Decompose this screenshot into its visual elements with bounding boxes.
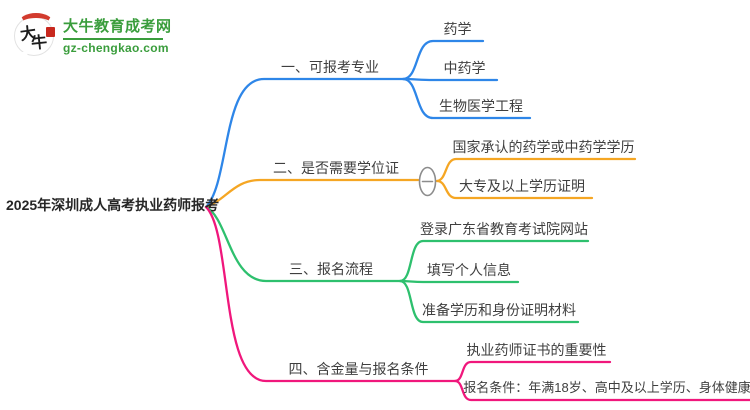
branch2-trunk-curve (204, 178, 420, 209)
branch3-label-node[interactable]: 三、报名流程 (289, 261, 373, 277)
branch1-child2-curve (401, 77, 499, 82)
branch4-child2-curve (453, 379, 750, 402)
logo-title: 大牛教育成考网 (63, 18, 172, 35)
branch3-lines (204, 205, 590, 324)
logo-bull-icon: 大 牛 (14, 13, 55, 60)
branch3-child-node[interactable]: 填写个人信息 (427, 262, 511, 278)
logo-red-seal-icon (46, 27, 55, 37)
branch2-label-node[interactable]: 二、是否需要学位证 (273, 160, 399, 176)
branch3-child-node[interactable]: 准备学历和身份证明材料 (422, 302, 576, 318)
branch4-label-node[interactable]: 四、含金量与报名条件 (288, 361, 429, 377)
branch4-child-node[interactable]: 执业药师证书的重要性 (466, 342, 607, 358)
branch3-trunk-curve (204, 205, 402, 283)
branch1-label-node[interactable]: 一、可报考专业 (281, 59, 379, 75)
branch3-child3-curve (398, 279, 580, 324)
branch3-child-node[interactable]: 登录广东省教育考试院网站 (420, 221, 588, 237)
branch2-lines (204, 157, 637, 209)
branch2-child-node[interactable]: 大专及以上学历证明 (459, 178, 585, 194)
logo-red-arc (19, 13, 53, 32)
logo-url: gz-chengkao.com (63, 41, 169, 55)
branch1-child-node[interactable]: 中药学 (443, 60, 486, 76)
logo-bubble-tail (19, 52, 28, 60)
branch4-child-node[interactable]: 报名条件：年满18岁、高中及以上学历、身体健康 (463, 380, 750, 395)
branch4-lines (204, 205, 750, 402)
site-logo: 大 牛 大牛教育成考网 gz-chengkao.com (14, 12, 172, 60)
branch1-child-node[interactable]: 生物医学工程 (439, 98, 523, 114)
collapse-icon[interactable] (418, 166, 437, 197)
branch1-child3-curve (401, 77, 532, 120)
branch1-child-node[interactable]: 药学 (443, 21, 472, 37)
branch2-child1-curve (435, 157, 637, 183)
root-topic-node[interactable]: 2025年深圳成人高考执业药师报考 (6, 197, 220, 213)
logo-text-block: 大牛教育成考网 gz-chengkao.com (63, 12, 172, 55)
branch2-child2-curve (435, 179, 594, 200)
branch3-child2-curve (398, 279, 520, 284)
logo-divider (63, 38, 163, 40)
branch1-child1-curve (401, 39, 485, 81)
branch1-lines (204, 39, 532, 209)
branch1-trunk-curve (204, 77, 405, 209)
branch2-child-node[interactable]: 国家承认的药学或中药学学历 (452, 139, 635, 155)
branch4-trunk-curve (204, 205, 457, 383)
branch3-child1-curve (398, 239, 590, 283)
